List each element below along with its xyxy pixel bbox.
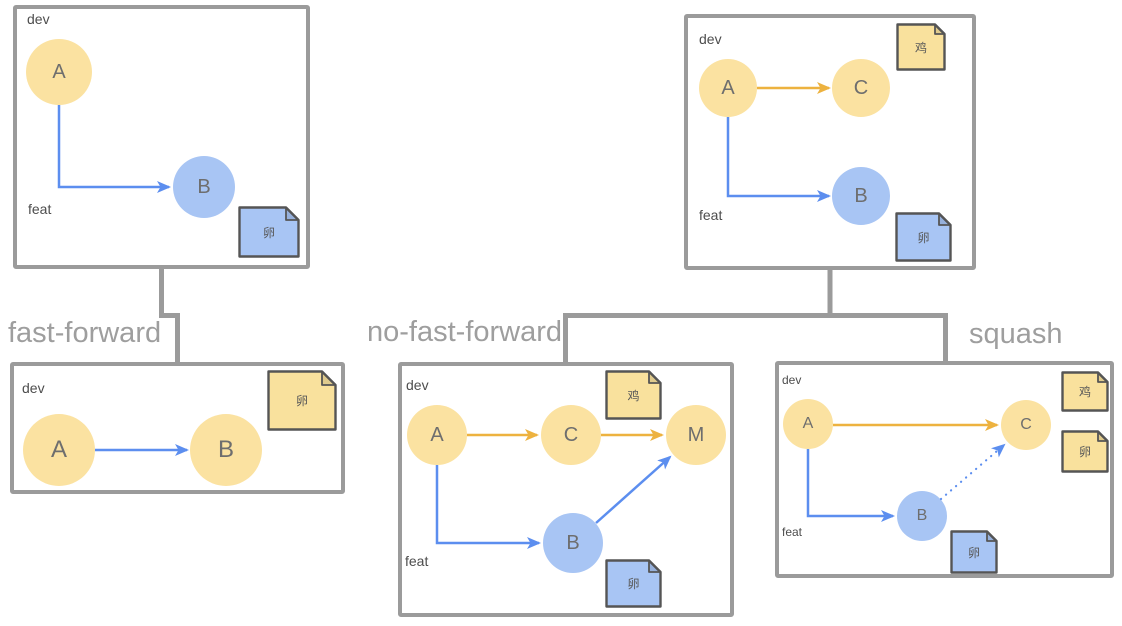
commit-label: A	[50, 436, 67, 463]
note-shape	[238, 206, 300, 258]
note-shape	[1061, 371, 1109, 412]
commit-node-b: B	[543, 513, 603, 573]
note-egg-feat: 卵	[950, 530, 998, 574]
panel-diverged-branches: dev A C B feat 鸡 卵	[684, 14, 976, 270]
commit-node-b: B	[832, 167, 890, 225]
note-text: 鸡	[914, 40, 927, 55]
commit-label: B	[566, 531, 580, 554]
note-egg: 卵	[895, 212, 952, 262]
title-fast-forward: fast-forward	[8, 317, 162, 349]
commit-label: C	[853, 76, 869, 99]
connector-topleft-to-fastforward	[159, 267, 180, 364]
note-text: 卵	[917, 230, 930, 245]
commit-label: C	[1020, 416, 1032, 433]
commit-node-b: B	[173, 156, 235, 218]
commit-label: A	[721, 76, 735, 99]
note-shape	[896, 23, 946, 71]
commit-label: B	[217, 436, 234, 463]
commit-node-c: C	[1001, 400, 1051, 450]
commit-node-a: A	[26, 39, 92, 105]
commit-label: B	[854, 184, 868, 207]
commit-node-c: C	[541, 405, 601, 465]
note-shape	[950, 530, 998, 574]
panel-squash: dev A C B feat 鸡 卵 卵	[775, 361, 1114, 578]
note-text: 卵	[1078, 445, 1091, 459]
commit-label: A	[430, 423, 444, 446]
note-shape	[895, 212, 952, 262]
note-text: 卵	[967, 545, 980, 560]
commit-label: C	[563, 423, 579, 446]
branch-label-dev: dev	[699, 31, 722, 47]
note-chicken: 鸡	[896, 23, 946, 71]
branch-label-dev: dev	[27, 11, 50, 27]
commit-node-a: A	[407, 405, 467, 465]
commit-node-b: B	[190, 414, 262, 486]
note-shape	[605, 559, 662, 608]
branch-label-dev: dev	[782, 373, 802, 387]
note-shape	[267, 370, 337, 431]
commit-label: A	[802, 415, 814, 432]
note-shape	[1061, 430, 1109, 473]
commit-node-a: A	[783, 399, 833, 449]
title-squash: squash	[969, 318, 1063, 350]
branch-label-feat: feat	[405, 553, 429, 569]
commit-node-c: C	[832, 59, 890, 117]
note-egg: 卵	[238, 206, 300, 258]
note-text: 鸡	[627, 388, 640, 403]
connector-topright-to-children	[563, 313, 948, 364]
note-chicken: 鸡	[605, 370, 662, 420]
commit-label: M	[687, 423, 705, 446]
branch-label-feat: feat	[782, 525, 803, 539]
note-text: 卵	[627, 577, 640, 591]
branch-label-dev: dev	[406, 377, 429, 393]
commit-label: B	[916, 507, 928, 524]
panel-initial-two-branches: dev A B feat 卵	[13, 5, 310, 269]
commit-label: B	[197, 175, 211, 198]
branch-label-feat: feat	[28, 201, 52, 217]
note-shape	[605, 370, 662, 420]
commit-node-b: B	[897, 491, 947, 541]
panel-no-fast-forward: dev A C M B feat 鸡 卵	[398, 362, 734, 617]
branch-label-dev: dev	[22, 380, 45, 396]
branch-label-feat: feat	[699, 207, 723, 223]
commit-node-m: M	[666, 405, 726, 465]
note-egg: 卵	[267, 370, 337, 431]
panel-fast-forward: dev A B 卵	[10, 362, 345, 494]
note-text: 卵	[262, 225, 275, 240]
note-chicken: 鸡	[1061, 371, 1109, 412]
note-egg-dev: 卵	[1061, 430, 1109, 473]
note-text: 卵	[295, 394, 308, 408]
note-text: 鸡	[1078, 385, 1091, 399]
commit-node-a: A	[699, 59, 757, 117]
commit-node-a: A	[23, 414, 95, 486]
commit-label: A	[52, 60, 66, 83]
note-egg: 卵	[605, 559, 662, 608]
title-no-fast-forward: no-fast-forward	[367, 316, 563, 348]
